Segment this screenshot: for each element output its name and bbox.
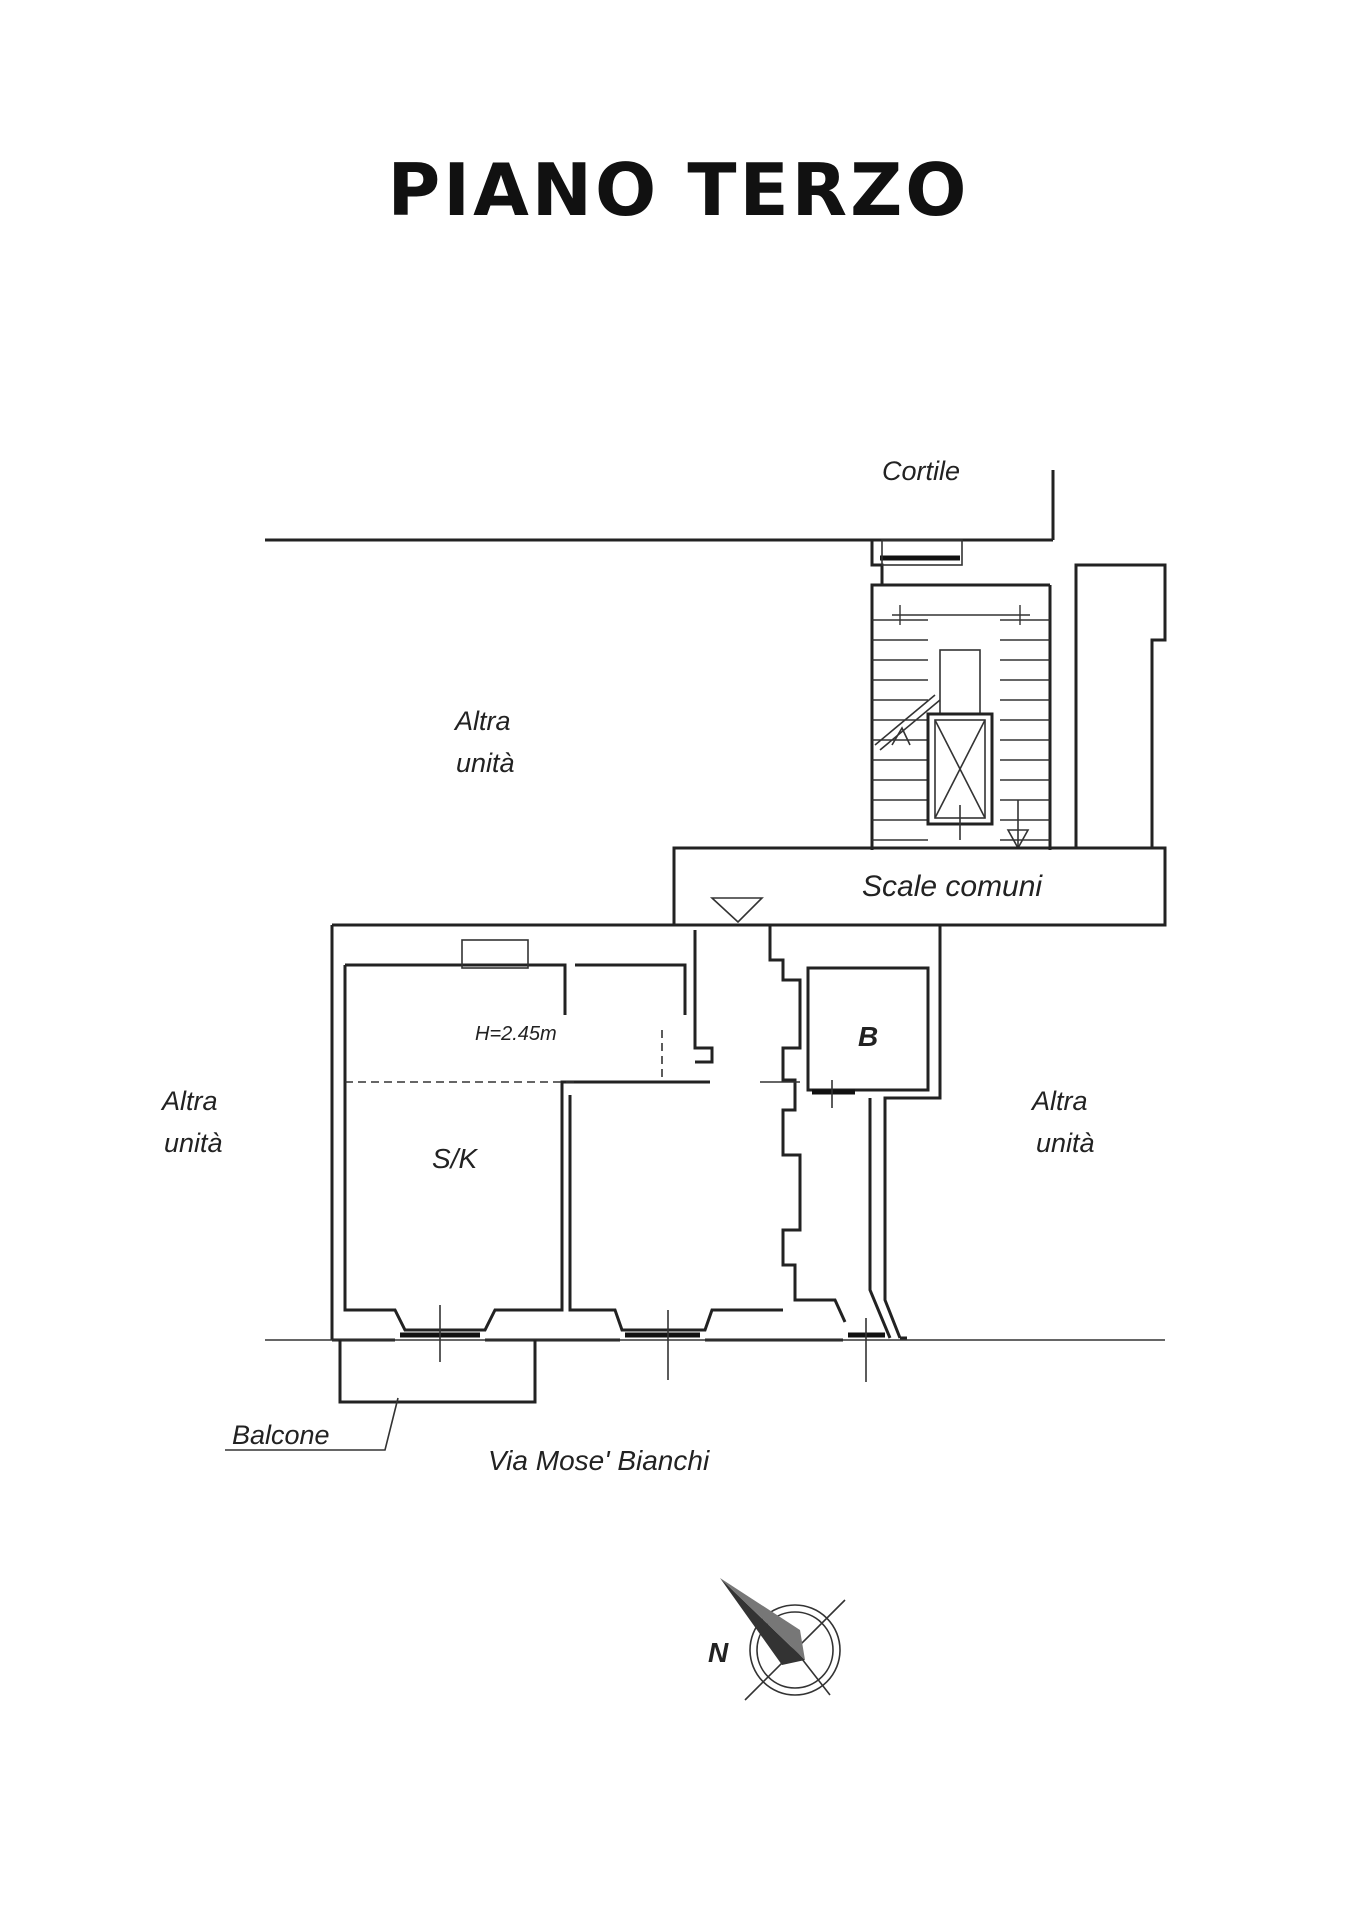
common-landing bbox=[672, 846, 1167, 927]
label-room-b: B bbox=[858, 1021, 878, 1052]
label-room-sk: S/K bbox=[432, 1143, 478, 1174]
label-altra-unita-left-2: unità bbox=[164, 1128, 223, 1158]
label-street: Via Mose' Bianchi bbox=[488, 1445, 710, 1476]
label-altra-unita-right-2: unità bbox=[1036, 1128, 1095, 1158]
page-title: PIANO TERZO bbox=[387, 148, 970, 232]
label-altra-unita-right-1: Altra bbox=[1030, 1086, 1088, 1116]
label-balcone: Balcone bbox=[232, 1420, 330, 1450]
apartment-walls bbox=[330, 923, 942, 1382]
label-cortile: Cortile bbox=[882, 456, 960, 486]
label-altra-unita-top-2: unità bbox=[456, 748, 515, 778]
right-adjacent-wall bbox=[1074, 563, 1167, 850]
north-arrow-icon bbox=[720, 1578, 846, 1701]
label-altra-unita-top-1: Altra bbox=[453, 706, 511, 736]
label-north: N bbox=[708, 1637, 729, 1668]
label-scale-comuni: Scale comuni bbox=[862, 870, 1043, 903]
stairwell bbox=[870, 539, 1052, 850]
label-altra-unita-left-1: Altra bbox=[160, 1086, 218, 1116]
balcony bbox=[225, 1340, 537, 1451]
label-ceiling-height: H=2.45m bbox=[475, 1023, 557, 1045]
